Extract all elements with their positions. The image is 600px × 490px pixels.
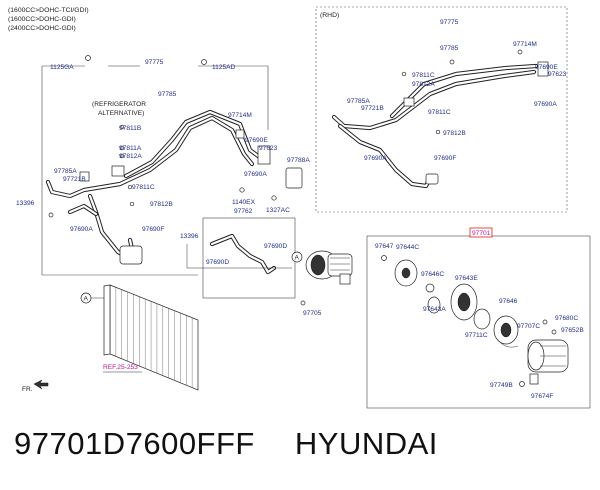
kit-callout-97646: 97646 xyxy=(499,298,518,305)
engine-note-3: (2400CC>DOHC-GDI) xyxy=(8,25,76,32)
rhd-callout-97811c-lower: 97811C xyxy=(428,109,451,116)
compressor-parts xyxy=(381,255,569,387)
callout-97690a: 97690A xyxy=(244,171,267,178)
rhd-callout-97775: 97775 xyxy=(440,19,459,26)
rhd-callout-97623: 97623 xyxy=(548,71,567,78)
callout-97785a: 97785A xyxy=(54,168,77,175)
callout-1125ad: 1125AD xyxy=(212,64,236,71)
condenser xyxy=(103,284,199,391)
callout-97690f: 97690F xyxy=(142,226,164,233)
footer: 97701D7600FFF HYUNDAI xyxy=(14,426,438,462)
rhd-label: (RHD) xyxy=(320,12,339,19)
callout-97811c: 97811C xyxy=(132,184,155,191)
callout-97785: 97785 xyxy=(158,91,177,98)
kit-callout-97674f: 97674F xyxy=(531,393,553,400)
callout-97721b: 97721B xyxy=(63,176,86,183)
callout-97690d-left: 97690D xyxy=(206,259,229,266)
rhd-callout-97811c: 97811C xyxy=(412,72,435,79)
main-hose-frame xyxy=(41,65,269,276)
callout-97690d-right: 97690D xyxy=(264,243,287,250)
rhd-callout-97785: 97785 xyxy=(440,45,459,52)
footer-brand: HYUNDAI xyxy=(294,426,438,461)
kit-callout-97711c: 97711C xyxy=(465,332,488,339)
callout-1140ex: 1140EX xyxy=(232,199,256,206)
circle-a-left-label: A xyxy=(84,296,89,303)
front-arrow-icon xyxy=(33,379,49,390)
callout-97690a-lower: 97690A xyxy=(70,226,93,233)
callout-97812a: 97812A xyxy=(119,153,142,160)
callout-97705: 97705 xyxy=(303,310,322,317)
kit-callout-97680c: 97680C xyxy=(555,315,578,322)
kit-callout-97643e: 97643E xyxy=(455,275,478,282)
kit-callout-97643a: 97643A xyxy=(423,306,446,313)
kit-callout-97749b: 97749B xyxy=(490,382,513,389)
callout-97788a: 97788A xyxy=(287,157,310,164)
rhd-callout-97721b: 97721B xyxy=(361,105,384,112)
callout-97690e: 97690E xyxy=(245,137,268,144)
rhd-callout-97812a: 97812A xyxy=(412,81,435,88)
circle-a-marker-right xyxy=(291,251,303,263)
rhd-callout-97690a: 97690A xyxy=(534,101,557,108)
rhd-callout-97714m: 97714M xyxy=(513,41,537,48)
refrigerator-alt-label-1: (REFRIGERATOR xyxy=(92,101,146,108)
kit-callout-97644c: 97644C xyxy=(396,244,419,251)
callout-97812b: 97812B xyxy=(150,201,173,208)
highlight-part-number: 97701 xyxy=(472,230,491,237)
callout-97762: 97762 xyxy=(234,208,253,215)
main-hose-fittings xyxy=(48,55,303,265)
discharge-hose xyxy=(209,233,277,275)
kit-callout-97646c: 97646C xyxy=(421,271,444,278)
compressor-main xyxy=(300,250,353,306)
callout-1327ac: 1327AC xyxy=(266,207,290,214)
refrigerator-alt-label-2: ALTERNATIVE) xyxy=(98,110,144,117)
footer-part-number: 97701D7600FFF xyxy=(14,426,255,461)
callout-13396-center: 13396 xyxy=(180,233,199,240)
callout-97811b: 97811B xyxy=(119,125,142,132)
circle-a-right-label: A xyxy=(295,255,300,262)
discharge-hose-box xyxy=(202,217,296,299)
front-direction-label: FR. xyxy=(22,386,33,393)
rhd-callout-97690f: 97690F xyxy=(434,155,456,162)
kit-callout-97652b: 97652B xyxy=(561,327,584,334)
highlight-part-tag xyxy=(469,227,493,238)
callout-97714m: 97714M xyxy=(228,112,252,119)
callout-13396-left: 13396 xyxy=(16,200,35,207)
callout-97811a: 97811A xyxy=(119,145,142,152)
engine-note-2: (1600CC>DOHC-GDI) xyxy=(8,16,76,23)
rhd-callout-97690a-lower: 97690A xyxy=(364,155,387,162)
condenser-ref-label: REF.25-253 xyxy=(103,364,138,371)
callout-1125ga: 1125GA xyxy=(50,64,74,71)
kit-callout-97707c: 97707C xyxy=(517,323,540,330)
callout-97775: 97775 xyxy=(145,59,164,66)
rhd-callout-97812b: 97812B xyxy=(443,130,466,137)
rhd-callout-97785a: 97785A xyxy=(347,98,370,105)
rhd-callout-97690e: 97690E xyxy=(535,64,558,71)
rhd-hoses xyxy=(331,49,549,189)
rhd-variant-box xyxy=(315,6,568,213)
engine-note-1: (1600CC>DOHC-TCI/GDI) xyxy=(8,7,89,14)
callout-97623: 97623 xyxy=(259,145,278,152)
kit-callout-97647: 97647 xyxy=(375,243,394,250)
